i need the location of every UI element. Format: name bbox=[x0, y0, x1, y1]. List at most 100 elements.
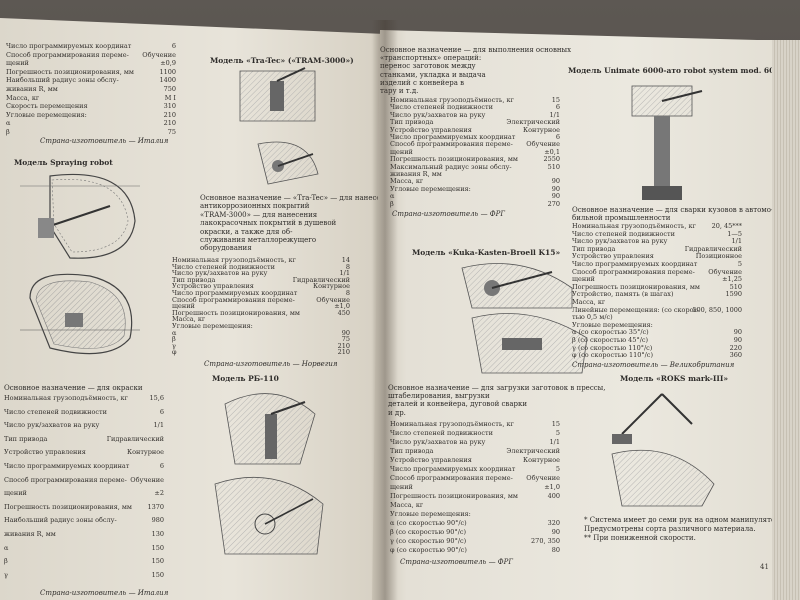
text-line: оборудования bbox=[200, 244, 252, 253]
spec-label: Число программируемых координат bbox=[172, 289, 298, 297]
spec-row: γ (со скоростью 90°/с)270, 350 bbox=[390, 537, 560, 546]
spec-row: живания R, мм 130 bbox=[4, 530, 164, 539]
spec-label: Число программируемых координат bbox=[390, 465, 516, 473]
spec-label: Способ программирования переме- bbox=[390, 140, 513, 149]
text-line: «транспортных» операций: bbox=[380, 54, 482, 63]
spec-row: β 270 bbox=[390, 200, 560, 209]
maker-line: Страна-изготовитель — Италия bbox=[40, 589, 169, 597]
text-line: тару и т.д. bbox=[380, 87, 419, 95]
maker-line: Страна-изготовитель — Норвегия bbox=[204, 360, 338, 368]
spec-label: Число программируемых координат bbox=[572, 260, 698, 268]
spec-value: Обучение bbox=[526, 474, 560, 482]
spec-value: 5 bbox=[737, 260, 742, 268]
spec-value: 15 bbox=[551, 96, 560, 104]
spec-label: β (со скоростью 90°/с) bbox=[390, 528, 467, 536]
spec-value: 1—5 bbox=[727, 229, 742, 238]
spec-row: β (со скоростью 45°/с)90 bbox=[572, 336, 742, 345]
spec-value: 6 bbox=[555, 133, 560, 141]
spec-value: 130 bbox=[151, 530, 164, 538]
spec-value: 1/1 bbox=[549, 438, 560, 446]
text-line: служивания металлорежущего bbox=[200, 236, 317, 244]
spec-value: 270 bbox=[547, 199, 560, 208]
text-line: изделий с конвейера в bbox=[380, 78, 465, 87]
spec-value: 8 bbox=[345, 262, 350, 271]
spec-value: ±1,0 bbox=[544, 483, 560, 491]
spec-value: Обучение bbox=[130, 475, 164, 484]
spec-label: Число рук/захватов на руку bbox=[572, 237, 668, 246]
spec-row: γ (со скоростью 110°/с)220 bbox=[572, 344, 742, 353]
spec-value: 320 bbox=[547, 519, 560, 527]
spec-label: α bbox=[172, 328, 177, 337]
page-stack-edge bbox=[772, 40, 800, 600]
spec-label: Линейные перемещения: (со скорос- bbox=[572, 305, 700, 314]
spec-value: 310 bbox=[163, 102, 176, 111]
spec-label: β bbox=[390, 200, 394, 209]
spec-value: 15 bbox=[551, 420, 560, 428]
spec-row: Способ программирования переме-Обучение bbox=[572, 268, 742, 277]
text-line: Предусмотрены сорта различного материала… bbox=[584, 525, 756, 533]
spraying-robot-figure-top bbox=[10, 166, 150, 266]
spec-value: 220 bbox=[729, 343, 742, 352]
spec-label: Тип привода bbox=[390, 447, 434, 455]
spec-row: щений±0,9 bbox=[6, 59, 176, 68]
spec-label: Погрешность позиционирования, мм bbox=[6, 67, 134, 76]
spec-label: Максимальный радиус зоны обслу- bbox=[390, 162, 512, 171]
spec-value: 90 bbox=[551, 184, 560, 193]
spec-row: α90 bbox=[390, 192, 560, 201]
spec-value: 980 bbox=[151, 516, 164, 525]
spec-row: щений±0,1 bbox=[390, 148, 560, 157]
spec-value: Контурное bbox=[523, 125, 560, 134]
spec-value: Контурное bbox=[127, 448, 164, 457]
spec-value: 210 bbox=[163, 110, 176, 119]
text-line: деталей и конвейера, дуговой сварки bbox=[388, 400, 528, 409]
tratec-robot-figure-top bbox=[235, 66, 325, 128]
spec-value: 510 bbox=[547, 162, 560, 171]
spec-value: Гидравлический bbox=[106, 434, 164, 443]
spec-label: α bbox=[6, 119, 11, 128]
model-title: Модель Unimate 6000-ато robot system mod… bbox=[568, 66, 794, 75]
text-line: перенос заготовок между bbox=[380, 62, 476, 71]
spec-label: Масса, кг bbox=[572, 298, 606, 306]
spec-label: Тип привода bbox=[572, 244, 616, 253]
spec-row: Число рук/захватов на руку 1/1 bbox=[390, 438, 560, 447]
spec-row: Максимальный радиус зоны обслу- 510 bbox=[390, 163, 560, 172]
spec-row: Число программируемых координат 5 bbox=[572, 260, 742, 269]
spec-label: живания R, мм bbox=[4, 530, 56, 538]
spec-label: γ bbox=[172, 341, 176, 350]
spec-label: Масса, кг bbox=[6, 93, 40, 102]
spec-label: Наибольший радиус зоны обслу- bbox=[4, 516, 117, 525]
spec-value: ±1,0 bbox=[334, 302, 350, 311]
spec-value: Обучение bbox=[316, 295, 350, 304]
spec-value: Гидравлический bbox=[292, 275, 350, 284]
spec-value: Электрический bbox=[506, 447, 560, 455]
spec-value: Обучение bbox=[142, 50, 176, 59]
spec-label: Способ программирования переме- bbox=[4, 475, 127, 484]
spec-label: Число рук/захватов на руку bbox=[390, 438, 486, 446]
maker-line: Страна-изготовитель — Италия bbox=[40, 137, 169, 145]
spec-label: φ bbox=[172, 348, 177, 357]
spec-label: Число программируемых координат bbox=[390, 133, 516, 141]
spec-value: 750 bbox=[163, 85, 176, 93]
spec-label: Номинальная грузоподъёмность, кг bbox=[172, 256, 296, 264]
